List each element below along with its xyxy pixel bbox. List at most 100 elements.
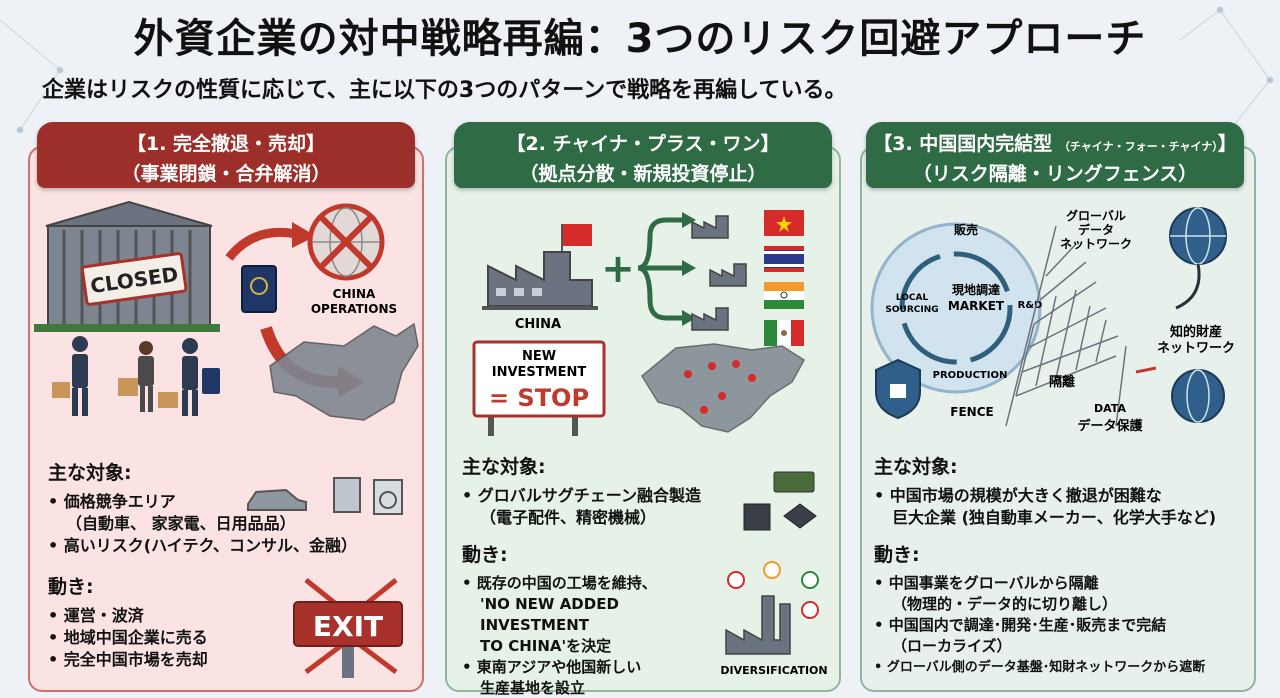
people-leaving-icon — [52, 336, 220, 416]
panel1-target-2: （自動車、 家家電、日用品品） — [66, 514, 296, 533]
panel3-title: 【3. 中国国内完結型 — [873, 133, 1053, 155]
fence-label: FENCE — [950, 405, 993, 419]
country-flags-icon — [764, 210, 804, 346]
diversification-illustration: DIVERSIFICATION — [720, 561, 828, 677]
panel1-targets-heading: 主な対象: — [48, 462, 132, 484]
panel2-moves-heading: 動き: — [462, 544, 508, 566]
panel1-header: 【1. 完全撤退・売却】 （事業閉鎖・合弁解消） — [37, 122, 415, 188]
panel2-move-3: TO CHINA'を決定 — [480, 637, 612, 655]
panel3-illustration: 販売 LOCAL SOURCING 現地調達 MARKET R&D PRODUC… — [870, 207, 1235, 434]
ip-network-line1: 知的財産 — [1170, 324, 1222, 340]
closed-sign: CLOSED — [80, 252, 188, 306]
chip-icon — [783, 503, 817, 529]
stop-sign-line1: NEW — [522, 349, 556, 364]
stove-icon — [333, 477, 361, 513]
panel3-title-end: 】 — [1217, 133, 1237, 155]
china-ops-line1: CHINA — [333, 287, 376, 301]
exit-sign-illustration: EXIT — [293, 578, 403, 678]
small-factories-icon — [691, 215, 747, 331]
panel3-target-1: • 中国市場の規模が大きく撤退が困難な — [874, 486, 1162, 505]
panel3-moves-heading: 動き: — [874, 544, 920, 566]
stop-sign-line2: INVESTMENT — [492, 365, 587, 380]
center-line2: MARKET — [948, 299, 1005, 313]
panel2-move-1: • 既存の中国の工場を維持、 — [462, 574, 657, 592]
panel-china-plus-one — [445, 146, 841, 692]
china-map-icon — [269, 322, 419, 421]
panel3-moves: 動き: • 中国事業をグローバルから隔離 （物理的・データ的に切り離し） • 中… — [874, 540, 1272, 678]
appliances-icons — [247, 477, 403, 515]
panel3-move-1: • 中国事業をグローバルから隔離 — [874, 574, 1099, 592]
passport-icon — [241, 265, 277, 313]
chip-icons — [743, 471, 817, 531]
panel2-title: 【2. チャイナ・プラス・ワン】 — [506, 133, 780, 155]
panel2-targets: 主な対象: • グロバルサグチェーン融合製造 （電子配件、精密機械） — [462, 452, 752, 529]
panel1-moves-heading: 動き: — [48, 576, 94, 598]
panel3-move-4: （ローカライズ） — [892, 637, 1012, 655]
global-data-line2: データ — [1078, 222, 1114, 237]
isolation-label: 隔離 — [1049, 374, 1075, 390]
china-factory-icon — [482, 224, 598, 310]
panel2-illustration: CHINA + NEW INVESTMENT = STOP — [472, 210, 805, 436]
rd-label: R&D — [1018, 300, 1043, 311]
page-subtitle: 企業はリスクの性質に応じて、主に以下の3つのパターンで戦略を再編している。 — [42, 78, 847, 103]
panel2-move-4: • 東南アジアや他国新しい — [462, 658, 642, 676]
panel1-moves: 動き: • 運営・波済 • 地域中国企業に売る • 完全中国市場を売却 — [48, 572, 288, 671]
panel3-title-line: 【3. 中国国内完結型 （チャイナ・フォー・チャイナ）】 — [866, 129, 1244, 156]
exit-sign-text: EXIT — [313, 610, 383, 643]
cable-icon — [1175, 263, 1201, 310]
exit-sign — [293, 601, 403, 647]
panel3-title-small: （チャイナ・フォー・チャイナ） — [1058, 140, 1218, 153]
location-pins-icon — [684, 360, 756, 414]
asia-map-icon — [641, 343, 805, 433]
center-line1: 現地調達 — [952, 282, 1000, 297]
panel1-target-3: • 高いリスク(ハイテク、コンサル、金融） — [48, 536, 358, 555]
panel3-targets-heading: 主な対象: — [874, 456, 958, 478]
panel3-subtitle: （リスク隔離・リングフェンス） — [912, 163, 1198, 185]
panel1-illustration: CLOSED CHINA OPERATIONS — [34, 200, 419, 421]
stop-sign-line3: = STOP — [489, 384, 589, 412]
data-globe-icon — [1171, 369, 1225, 423]
panel2-target-1: • グロバルサグチェーン融合製造 — [462, 486, 701, 505]
panel1-targets: 主な対象: • 価格競争エリア （自動車、 家家電、日用品品） • 高いリスク(… — [48, 458, 418, 557]
panel3-target-2: 巨大企業 (独自動車メーカー、化学大手など) — [892, 508, 1217, 527]
crossed-globe-icon — [307, 203, 385, 281]
global-data-line3: ネットワーク — [1060, 237, 1132, 251]
diversified-factory-icon — [725, 561, 819, 655]
panel1-subtitle: （事業閉鎖・合弁解消） — [121, 163, 331, 185]
local-sourcing-line1: LOCAL — [896, 293, 929, 303]
panel3-header: 【3. 中国国内完結型 （チャイナ・フォー・チャイナ）】 （リスク隔離・リングフ… — [866, 122, 1244, 188]
panel3-move-5: • グローバル側のデータ基盤･知財ネットワークから遮断 — [874, 660, 1206, 675]
panel3-move-2: （物理的・データ的に切り離し） — [892, 595, 1118, 613]
production-label: PRODUCTION — [933, 370, 1008, 381]
globe-network-icon — [1169, 207, 1227, 265]
sales-label: 販売 — [954, 222, 978, 237]
panel2-move-5: 生産基地を設立 — [480, 679, 586, 697]
panel3-move-3: • 中国国内で調達･開発･生産･販売まで完結 — [874, 616, 1167, 634]
page-title: 外資企業の対中戦略再編：3つのリスク回避アプローチ — [133, 16, 1147, 62]
chain-fence-icon — [1005, 225, 1127, 427]
panel2-subtitle: （拠点分散・新規投資停止） — [519, 163, 767, 185]
panel2-target-2: （電子配件、精密機械） — [480, 508, 657, 527]
stop-sign — [472, 340, 606, 436]
panel2-move-2: 'NO NEW ADDED INVESTMENT — [480, 595, 619, 634]
panel2-moves: 動き: • 既存の中国の工場を維持、 'NO NEW ADDED INVESTM… — [462, 540, 732, 698]
china-ops-line2: OPERATIONS — [311, 302, 397, 316]
diversification-label: DIVERSIFICATION — [720, 664, 827, 677]
panel2-targets-heading: 主な対象: — [462, 456, 546, 478]
panel3-targets: 主な対象: • 中国市場の規模が大きく撤退が困難な 巨大企業 (独自動車メーカー… — [874, 452, 1270, 529]
cycle-arrows-icon — [899, 251, 1013, 365]
panel2-header: 【2. チャイナ・プラス・ワン】 （拠点分散・新規投資停止） — [454, 122, 832, 188]
ring-fence-bubble-icon — [870, 222, 1042, 394]
panel1-target-1: • 価格競争エリア — [48, 492, 176, 511]
global-data-line1: グローバル — [1066, 208, 1126, 223]
panel1-move-3: • 完全中国市場を売却 — [48, 650, 208, 669]
circuit-board-icon — [773, 471, 815, 493]
cpu-chip-icon — [743, 503, 771, 531]
branch-arrows-icon — [637, 217, 684, 321]
arrow-icon — [225, 227, 297, 261]
local-sourcing-line2: SOURCING — [885, 305, 938, 315]
data-line1: DATA — [1094, 402, 1126, 415]
china-label: CHINA — [515, 317, 561, 332]
plus-icon: + — [601, 246, 635, 292]
ip-network-line2: ネットワーク — [1157, 341, 1235, 356]
